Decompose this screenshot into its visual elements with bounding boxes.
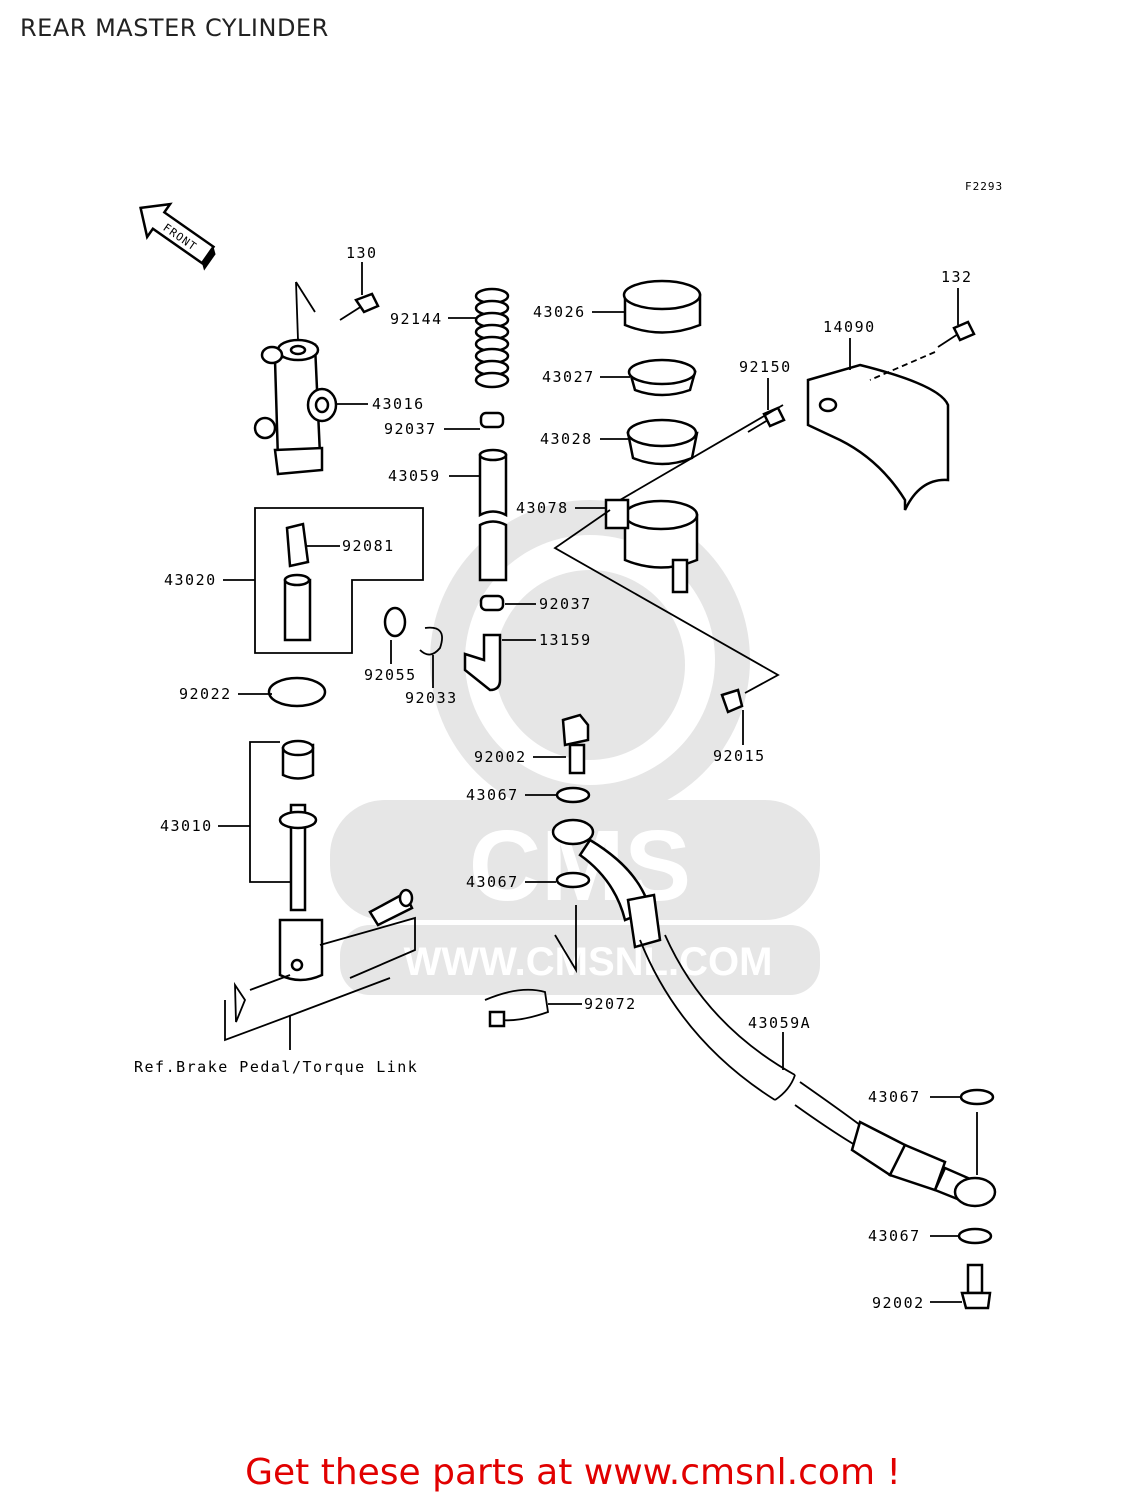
label-43078: 43078	[516, 499, 569, 517]
label-92002-upper: 92002	[474, 748, 527, 766]
banjo-bolt-92002-upper	[561, 713, 590, 775]
watermark-logo-bar	[330, 800, 820, 920]
spring-92144	[474, 287, 510, 389]
hose-43059	[478, 448, 508, 582]
circlip-92033	[419, 626, 443, 656]
label-13159: 13159	[539, 631, 592, 649]
label-14090: 14090	[823, 318, 876, 336]
label-43026: 43026	[533, 303, 586, 321]
figure-code: F2293	[965, 180, 1003, 193]
bolt-130	[295, 281, 380, 341]
clamp-92072	[484, 988, 549, 1022]
label-92081: 92081	[342, 537, 395, 555]
label-43028: 43028	[540, 430, 593, 448]
bolt-92150	[747, 406, 786, 433]
push-rod-43010	[249, 739, 324, 982]
label-92015: 92015	[713, 747, 766, 765]
part-labels: 130 132 14090 92144 43026 43027 92150 43…	[134, 244, 973, 1312]
brake-hose-43059A	[551, 818, 997, 1208]
cotter-pin	[234, 981, 247, 1023]
diaphragm-43028	[626, 418, 699, 466]
label-92037-upper: 92037	[384, 420, 437, 438]
watermark-url: WWW.CMSNL.COM	[404, 940, 773, 984]
promo-link[interactable]: Get these parts at www.cmsnl.com !	[245, 1452, 901, 1493]
circlip-92022	[267, 676, 327, 708]
banjo-bolt-92002-lower	[960, 1263, 992, 1310]
master-cylinder-body	[253, 338, 338, 476]
watermark-mascot-face	[495, 570, 685, 760]
washer-43067-b	[555, 871, 591, 889]
label-92150: 92150	[739, 358, 792, 376]
label-43059: 43059	[388, 467, 441, 485]
watermark-url-bar	[340, 925, 820, 995]
clamp-92037-lower	[479, 594, 505, 612]
reservoir-43078	[604, 498, 699, 594]
page-title: REAR MASTER CYLINDER	[20, 14, 329, 42]
label-43067-b: 43067	[466, 873, 519, 891]
label-92072: 92072	[584, 995, 637, 1013]
label-43067-c: 43067	[868, 1088, 921, 1106]
bolt-132	[869, 320, 976, 381]
label-92144: 92144	[390, 310, 443, 328]
reservoir-cap-43026	[622, 279, 702, 334]
o-ring-92055	[383, 606, 407, 638]
clevis-pin	[319, 888, 416, 979]
label-132: 132	[941, 268, 973, 286]
ref-note: Ref.Brake Pedal/Torque Link	[134, 1058, 418, 1076]
label-92033: 92033	[405, 689, 458, 707]
piston-kit-43020	[254, 507, 424, 654]
diaphragm-plate-43027	[627, 358, 697, 397]
leader-lines	[218, 262, 962, 1303]
label-43010: 43010	[160, 817, 213, 835]
washer-43067-c	[959, 1088, 995, 1106]
label-92055: 92055	[364, 666, 417, 684]
label-130: 130	[346, 244, 378, 262]
label-43067-d: 43067	[868, 1227, 921, 1245]
label-43067-a: 43067	[466, 786, 519, 804]
label-43027: 43027	[542, 368, 595, 386]
washer-43067-d	[957, 1227, 993, 1245]
front-arrow: FRONT	[139, 202, 216, 271]
label-43020: 43020	[164, 571, 217, 589]
label-43016: 43016	[372, 395, 425, 413]
cover-14090	[806, 363, 950, 511]
label-92022: 92022	[179, 685, 232, 703]
label-92037-lower: 92037	[539, 595, 592, 613]
clamp-92037-upper	[479, 411, 505, 429]
washer-43067-a	[555, 786, 591, 804]
label-92002-lower: 92002	[872, 1294, 925, 1312]
elbow-13159	[463, 633, 502, 692]
nut-92015	[720, 688, 744, 714]
label-43059A: 43059A	[748, 1014, 811, 1032]
